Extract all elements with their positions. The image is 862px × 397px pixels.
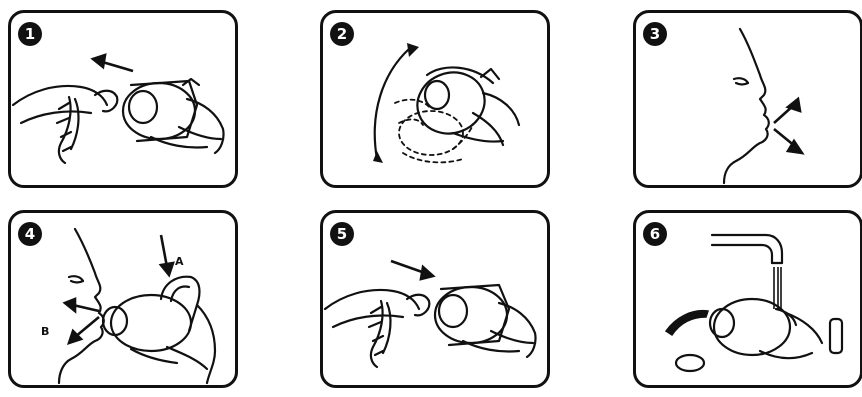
step-2-panel: 2 [320,10,550,188]
step-6-panel: 6 [633,210,862,388]
inhale-press-illustration: A B [11,213,235,385]
step-3-panel: 3 [633,10,862,188]
step-4-panel: 4 A B [8,210,238,388]
label-b: B [41,325,49,338]
step-number-badge: 3 [643,22,667,46]
label-a: A [175,255,184,268]
replace-cap-illustration [323,213,547,385]
step-number-badge: 4 [18,222,42,246]
step-number-badge: 6 [643,222,667,246]
step-number-badge: 1 [18,22,42,46]
step-number-badge: 2 [330,22,354,46]
shake-inhaler-illustration [323,13,547,185]
step-5-panel: 5 [320,210,550,388]
remove-cap-illustration [11,13,235,185]
step-number-badge: 5 [330,222,354,246]
step-1-panel: 1 [8,10,238,188]
rinse-inhaler-illustration [636,213,860,385]
exhale-illustration [636,13,860,185]
